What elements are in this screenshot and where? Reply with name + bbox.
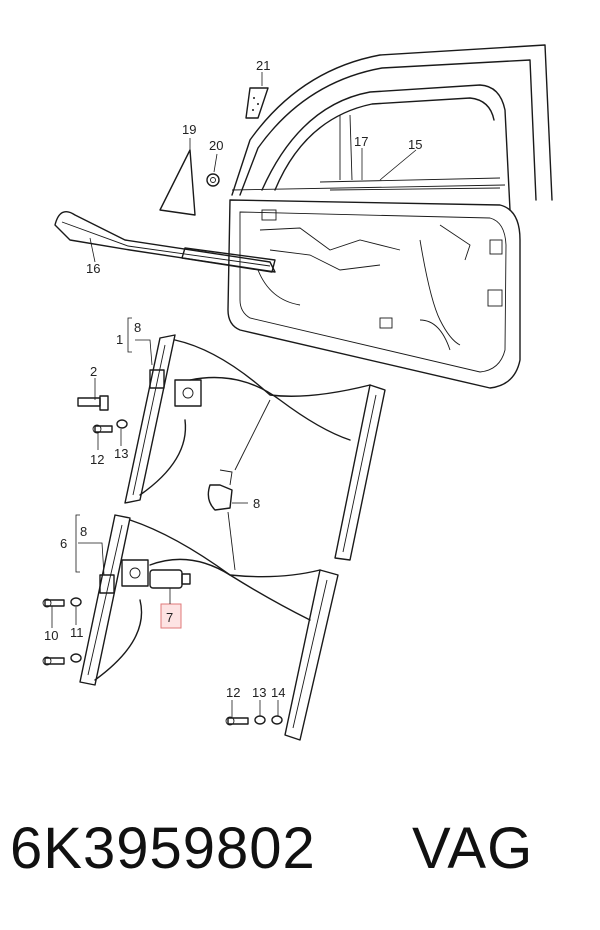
callout-15: 15 [408,137,422,152]
callout-8-lower: 8 [80,524,87,539]
grommet [206,173,220,187]
door-frame [227,44,553,389]
upper-window-regulator [124,334,386,561]
corner-trim-piece [159,149,196,216]
callout-17: 17 [354,134,368,149]
callout-13-lower: 13 [252,685,266,700]
highlight-box-7 [160,603,182,629]
callout-1: 1 [116,332,123,347]
washer-14 [271,715,283,725]
callout-19: 19 [182,122,196,137]
callout-8-upper: 8 [134,320,141,335]
trim-clip [245,87,269,119]
callouts: 21 19 20 17 15 16 8 1 2 12 13 8 8 6 7 10… [44,58,422,700]
washer-13-upper [116,419,128,429]
leader-lines [51,72,417,718]
window-seal-strip [54,211,276,273]
callout-16: 16 [86,261,100,276]
part-number: 6K3959802 [10,816,316,881]
washer-13-lower [254,715,266,725]
bolt-12-upper [92,424,113,434]
callout-20: 20 [209,138,223,153]
bolt-10-upper [42,598,65,608]
window-motor [149,569,191,589]
cable-clip [207,399,271,571]
callout-2: 2 [90,364,97,379]
callout-10: 10 [44,628,58,643]
brand-name: VAG [412,816,534,881]
bolt-12-lower [225,716,249,726]
callout-21: 21 [256,58,270,73]
exploded-parts-diagram: 21 19 20 17 15 16 8 1 2 12 13 8 8 6 7 10… [42,44,553,741]
callout-7: 7 [166,610,173,625]
callout-11: 11 [70,625,84,640]
bolt-2 [77,395,109,411]
callout-12-upper: 12 [90,452,104,467]
washer-11-upper [70,597,82,607]
lower-window-regulator [79,514,339,741]
callout-8-clip: 8 [253,496,260,511]
bolt-10-lower [42,656,65,666]
callout-12-lower: 12 [226,685,240,700]
callout-6: 6 [60,536,67,551]
washer-11-lower [70,653,82,663]
callout-14: 14 [271,685,285,700]
callout-13-upper: 13 [114,446,128,461]
